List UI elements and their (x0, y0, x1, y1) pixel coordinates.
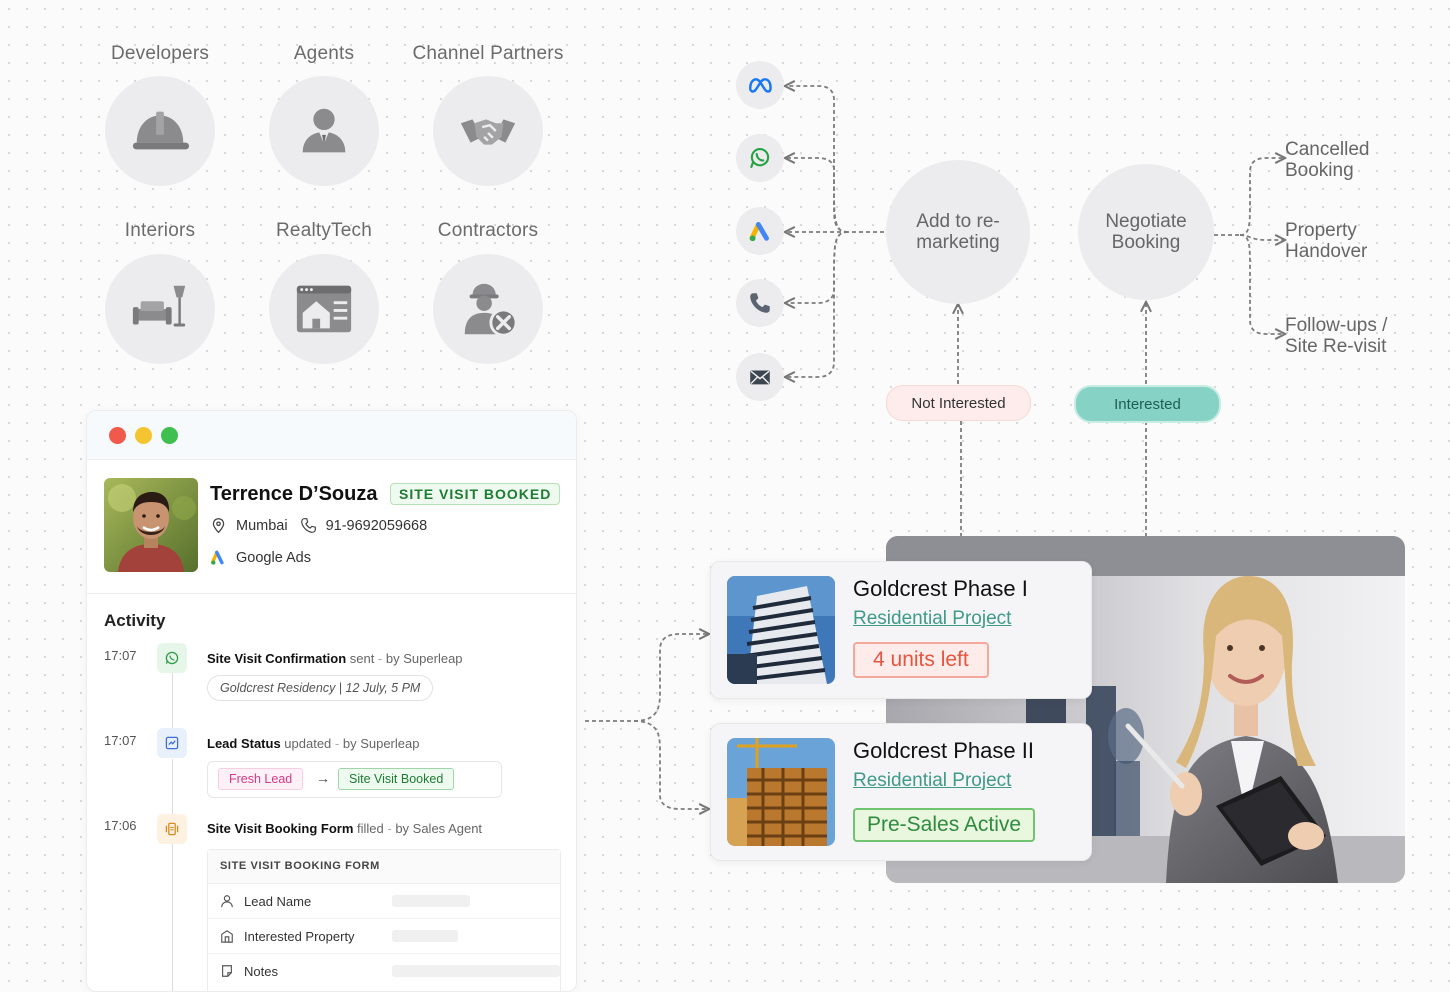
status-icon (165, 736, 179, 750)
activity-icon (157, 814, 187, 844)
timeline-connector (172, 759, 173, 823)
browser-house-icon (296, 285, 352, 333)
channel-phone[interactable] (736, 279, 784, 327)
activity-title: Activity (104, 611, 166, 630)
activity-description: Lead Status updated - by Superleap (207, 736, 420, 751)
segment-label-realtytech: RealtyTech (276, 220, 372, 241)
window-minimize-button[interactable] (135, 427, 152, 444)
project-card-phase-2[interactable]: Goldcrest Phase II Residential Project P… (710, 723, 1092, 861)
segment-realtytech[interactable] (269, 254, 379, 364)
location-pin-icon (212, 518, 225, 534)
whatsapp-icon (750, 148, 770, 169)
to-status-tag: Site Visit Booked (338, 768, 455, 790)
meta-icon (749, 78, 772, 93)
form-heading: SITE VISIT BOOKING FORM (208, 850, 560, 883)
note-icon (222, 965, 232, 977)
form-field-interested-property: Interested Property (208, 918, 560, 953)
activity-time: 17:06 (104, 818, 137, 833)
channel-whatsapp[interactable] (736, 134, 784, 182)
divider (87, 593, 576, 594)
building-icon (221, 930, 233, 943)
status-badge: SITE VISIT BOOKED (390, 483, 561, 505)
channel-meta[interactable] (736, 61, 784, 109)
units-left-badge: 4 units left (853, 642, 989, 678)
lead-source-row: Google Ads (210, 549, 311, 566)
presales-badge: Pre-Sales Active (853, 808, 1036, 842)
window-maximize-button[interactable] (161, 427, 178, 444)
value-placeholder (392, 965, 560, 977)
activity-time: 17:07 (104, 733, 137, 748)
segment-label-developers: Developers (110, 43, 210, 64)
handshake-icon (460, 119, 516, 145)
project-type-link[interactable]: Residential Project (853, 608, 1012, 629)
segment-developers[interactable] (105, 76, 215, 186)
channel-google-ads[interactable] (736, 207, 784, 255)
activity-time: 17:07 (104, 648, 137, 663)
sofa-lamp-icon (132, 285, 186, 327)
project-title: Goldcrest Phase II (853, 738, 1034, 763)
activity-detail-pill: Goldcrest Residency | 12 July, 5 PM (207, 675, 434, 701)
activity-description: Site Visit Confirmation sent - by Superl… (207, 651, 463, 666)
phone-icon (300, 518, 316, 533)
project-image (727, 738, 835, 846)
google-ads-icon (210, 550, 224, 565)
worker-tools-icon (464, 283, 518, 337)
lead-detail-window: Terrence D’Souza SITE VISIT BOOKED Mumba… (86, 410, 577, 992)
timeline-connector (172, 843, 173, 991)
lead-source: Google Ads (236, 549, 311, 566)
segment-label-interiors: Interiors (124, 220, 196, 241)
value-placeholder (392, 930, 458, 942)
status-change-box: Fresh Lead → Site Visit Booked (207, 761, 502, 798)
lead-contact-row: Mumbai 91-9692059668 (210, 517, 427, 534)
channel-email[interactable] (736, 353, 784, 401)
avatar (104, 478, 198, 572)
hardhat-icon (132, 111, 190, 150)
segment-channel-partners[interactable] (433, 76, 543, 186)
whatsapp-icon (165, 651, 179, 665)
segment-contractors[interactable] (433, 254, 543, 364)
activity-icon (157, 728, 187, 758)
activity-description: Site Visit Booking Form filled - by Sale… (207, 821, 483, 836)
segment-label-agents: Agents (293, 43, 355, 64)
project-card-phase-1[interactable]: Goldcrest Phase I Residential Project 4 … (710, 561, 1092, 699)
lead-phone[interactable]: 91-9692059668 (325, 517, 428, 534)
lead-name: Terrence D’Souza (210, 483, 378, 505)
not-interested-chip[interactable]: Not Interested (886, 385, 1031, 421)
mail-icon (750, 370, 770, 385)
form-field-lead-name: Lead Name (208, 883, 560, 918)
agent-icon (302, 108, 346, 153)
project-image (727, 576, 835, 684)
google-ads-icon (749, 222, 769, 242)
interested-chip[interactable]: Interested (1074, 385, 1221, 423)
activity-icon (157, 643, 187, 673)
phone-icon (750, 293, 770, 313)
segment-agents[interactable] (269, 76, 379, 186)
arrow-right-icon: → (316, 770, 330, 786)
booking-form-preview: SITE VISIT BOOKING FORM Lead Name Intere… (207, 849, 561, 991)
lead-city: Mumbai (236, 517, 288, 534)
outcome-follow-ups: Follow-ups /Site Re-visit (1285, 315, 1388, 357)
project-type-link[interactable]: Residential Project (853, 770, 1012, 791)
value-placeholder (392, 895, 470, 907)
add-to-remarketing-node[interactable]: Add to re-marketing (886, 160, 1030, 304)
window-titlebar (87, 411, 576, 460)
user-icon (221, 895, 233, 908)
form-icon (165, 822, 179, 836)
from-status-tag: Fresh Lead (218, 768, 304, 790)
segment-label-channel-partners: Channel Partners (412, 43, 564, 64)
form-field-notes: Notes (208, 953, 560, 988)
window-close-button[interactable] (109, 427, 126, 444)
segment-label-contractors: Contractors (437, 220, 539, 241)
timeline-connector (172, 673, 173, 737)
project-title: Goldcrest Phase I (853, 576, 1028, 601)
segment-interiors[interactable] (105, 254, 215, 364)
